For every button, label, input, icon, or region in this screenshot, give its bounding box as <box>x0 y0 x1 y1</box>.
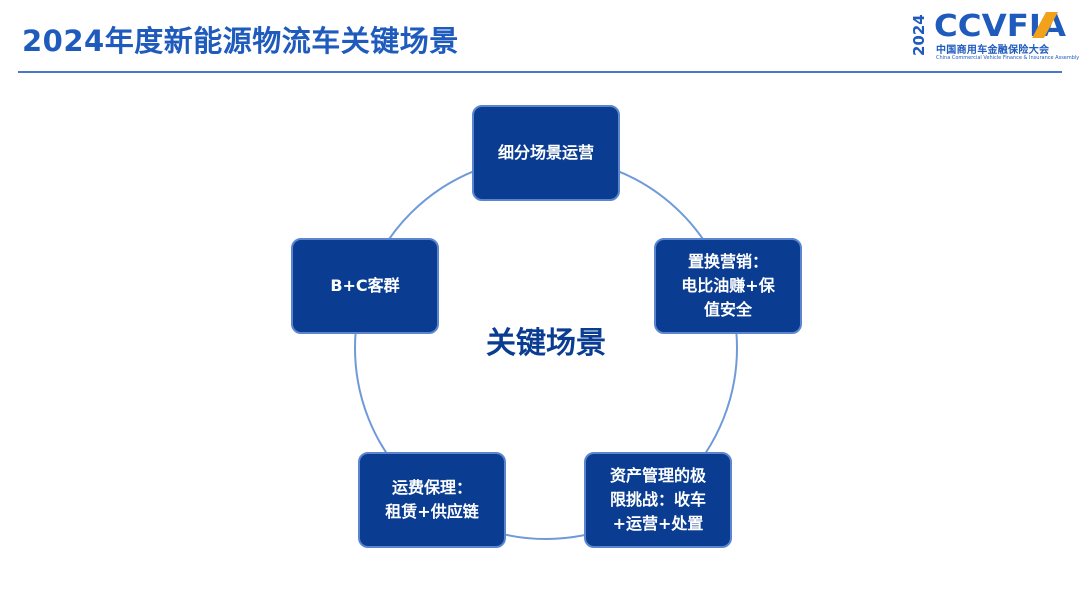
logo-english-name: China Commercial Vehicle Finance & Insur… <box>936 55 1080 61</box>
node-replacement-marketing: 置换营销： 电比油赚+保 值安全 <box>654 238 802 334</box>
node-freight-factoring: 运费保理： 租赁+供应链 <box>358 452 506 548</box>
node-segment-operations: 细分场景运营 <box>472 105 620 201</box>
node-customer-groups: B+C客群 <box>291 238 439 334</box>
node-asset-management: 资产管理的极 限挑战：收车 +运营+处置 <box>584 452 732 548</box>
ccvfia-logo: 2024 CCVFIA 中国商用车金融保险大会 China Commercial… <box>908 6 1079 64</box>
node-label: 置换营销： 电比油赚+保 值安全 <box>681 252 775 319</box>
diagram-center-label: 关键场景 <box>486 326 606 361</box>
node-label: 细分场景运营 <box>497 143 594 162</box>
header-divider <box>18 71 1062 73</box>
logo-chinese-name: 中国商用车金融保险大会 <box>936 45 1050 56</box>
page-title: 2024年度新能源物流车关键场景 <box>22 24 459 58</box>
node-label: 资产管理的极 限挑战：收车 +运营+处置 <box>609 466 706 533</box>
node-label: B+C客群 <box>330 276 400 295</box>
node-label: 运费保理： 租赁+供应链 <box>385 478 479 521</box>
logo-mark-icon: CCVFIA <box>934 10 1067 40</box>
